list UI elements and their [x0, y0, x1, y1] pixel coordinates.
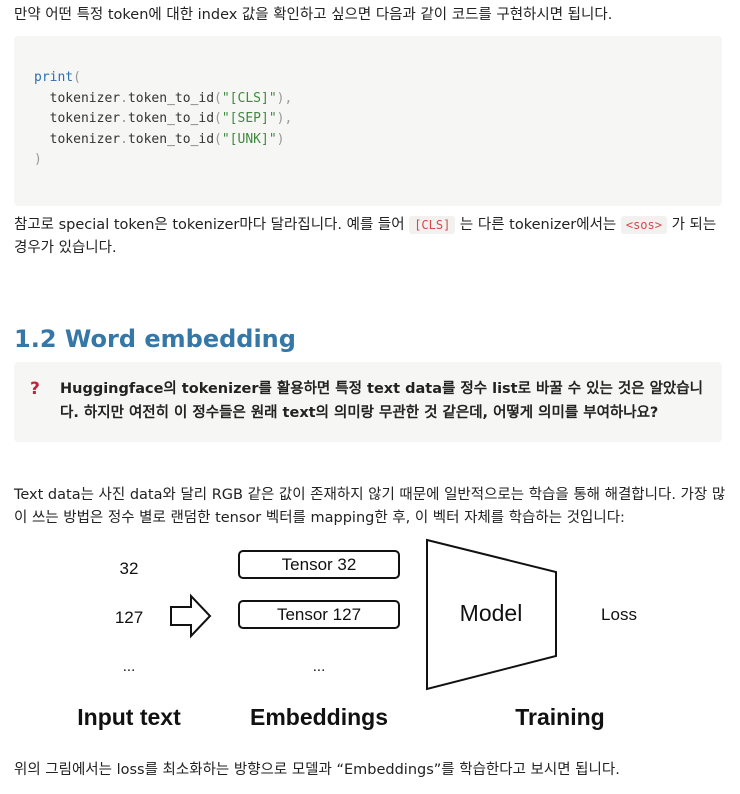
body-paragraph: Text data는 사진 data와 달리 RGB 같은 값이 존재하지 않기… — [14, 487, 726, 526]
tensor-label-32: Tensor 32 — [282, 555, 357, 574]
code-line-1-arg: "[CLS]" — [221, 90, 277, 106]
model-shape — [426, 538, 557, 691]
caption-embeddings: Embeddings — [250, 704, 388, 730]
note-text-1: 참고로 special token은 tokenizer마다 달라집니다. 예를… — [14, 217, 410, 233]
embedding-diagram: 32 127 ... Tensor 32 Tensor 127 ... Mode… — [77, 538, 637, 730]
caption-input-text: Input text — [77, 704, 181, 730]
caption-training: Training — [515, 704, 604, 730]
code-line-2-method: token_to_id — [127, 111, 215, 126]
special-token-note: 참고로 special token은 tokenizer마다 달라집니다. 예를… — [14, 214, 726, 260]
question-callout: ? Huggingface의 tokenizer를 활용하면 특정 text d… — [14, 362, 722, 442]
tensor-box-32 — [238, 550, 400, 579]
footer-paragraph: 위의 그림에서는 loss를 최소화하는 방향으로 모델과 “Embedding… — [14, 762, 620, 778]
tensor-box-127 — [238, 600, 400, 629]
inline-code-cls: [CLS] — [409, 216, 456, 234]
code-snippet: print( tokenizer.token_to_id("[CLS]"), t… — [34, 70, 293, 167]
tensor-ellipsis: ... — [313, 658, 326, 675]
intro-paragraph: 만약 어떤 특정 token에 대한 index 값을 확인하고 싶으면 다음과… — [14, 7, 613, 23]
code-line-3-obj: tokenizer — [49, 131, 121, 147]
note-text-2: 는 다른 tokenizer에서는 — [455, 217, 621, 233]
input-number-127: 127 — [115, 608, 143, 627]
question-icon: ? — [30, 379, 40, 399]
input-ellipsis: ... — [123, 658, 136, 675]
input-number-32: 32 — [120, 559, 139, 578]
arrow-right-icon — [170, 593, 212, 639]
callout-text: Huggingface의 tokenizer를 활용하면 특정 text dat… — [60, 381, 703, 421]
code-line-2-obj: tokenizer — [49, 111, 121, 126]
code-line-1-method: token_to_id — [127, 90, 215, 106]
code-line-3-arg: "[UNK]" — [221, 131, 277, 147]
code-line-1-obj: tokenizer — [49, 90, 121, 106]
code-line-2-arg: "[SEP]" — [221, 111, 277, 126]
section-heading: 1.2 Word embedding — [14, 325, 296, 353]
model-label: Model — [460, 600, 523, 626]
loss-label: Loss — [601, 605, 637, 624]
code-line-3-method: token_to_id — [127, 131, 215, 147]
inline-code-sos: <sos> — [620, 216, 667, 234]
code-function: print — [34, 70, 74, 85]
note-text-3: 가 되는 경우가 있습니다. — [14, 217, 717, 256]
tensor-label-127: Tensor 127 — [277, 605, 361, 624]
code-block: print( tokenizer.token_to_id("[CLS]"), t… — [14, 36, 722, 206]
